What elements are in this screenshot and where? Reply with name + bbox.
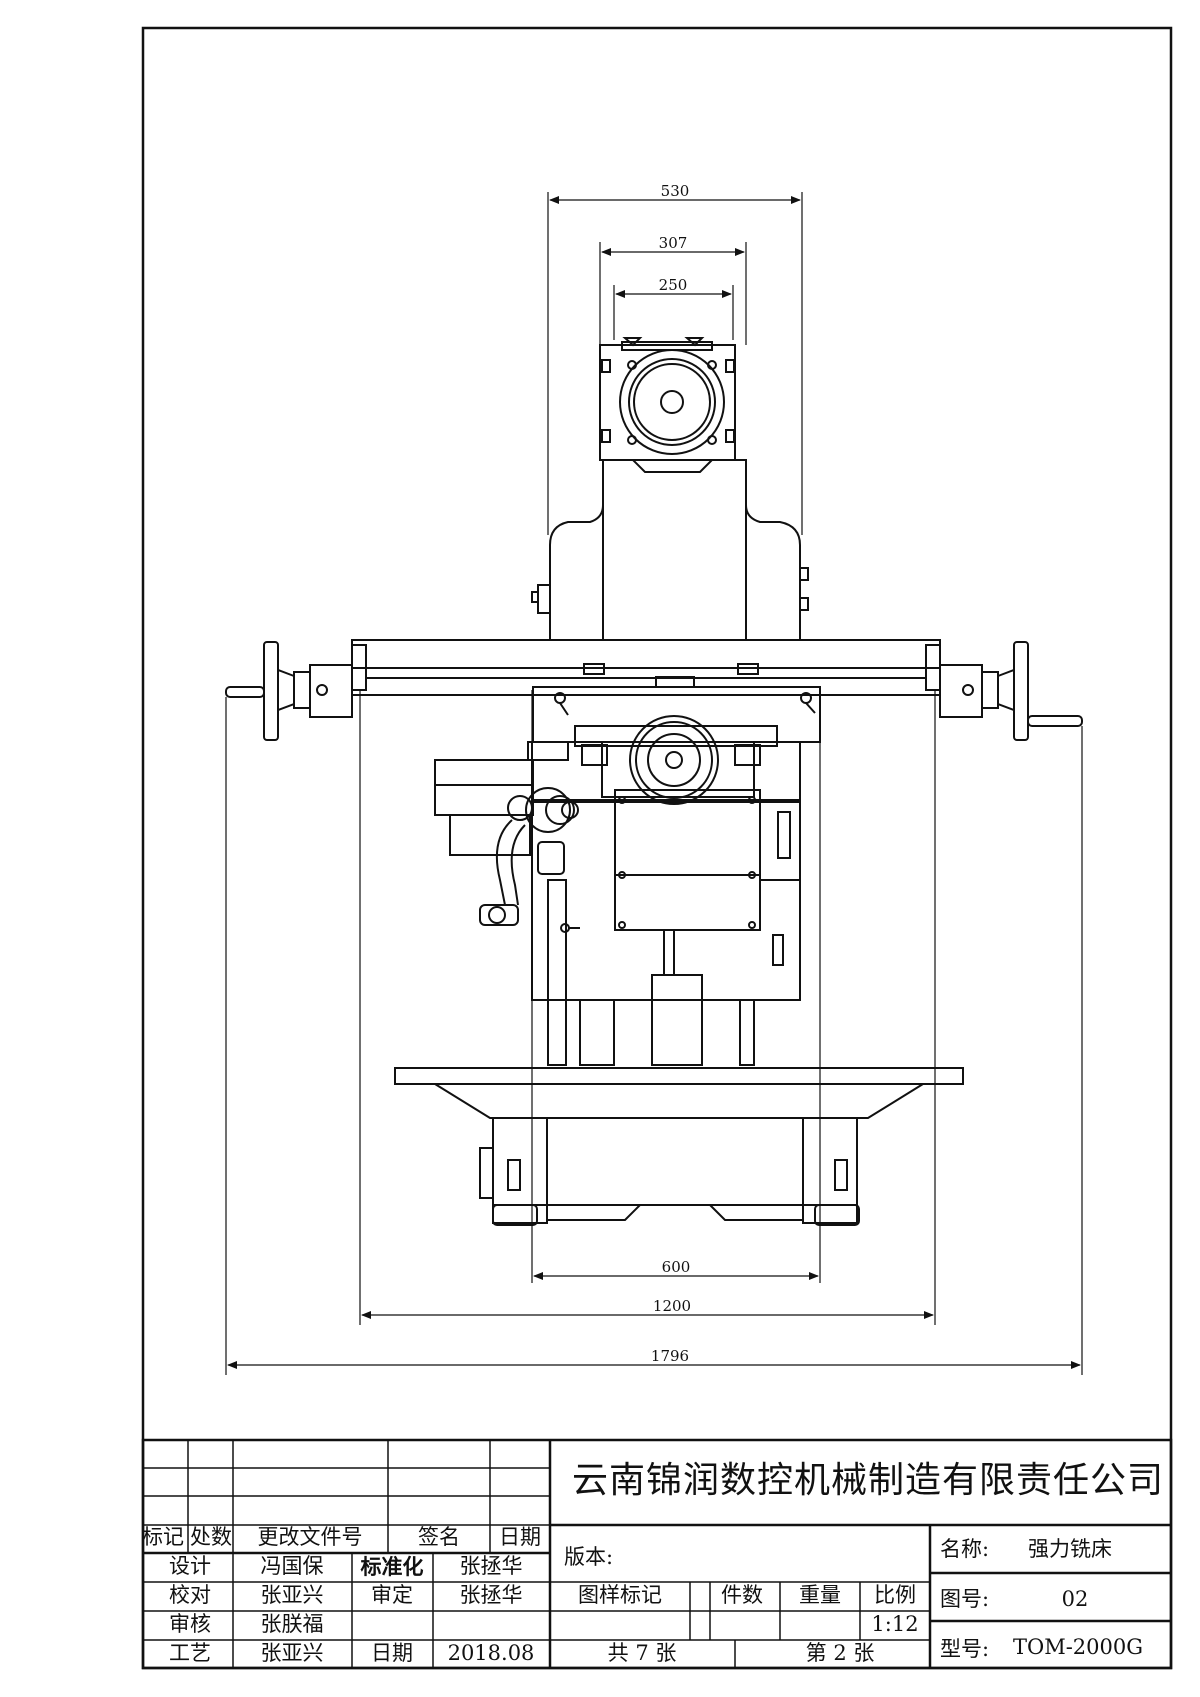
design-name: 冯国保 (260, 1554, 324, 1578)
piece-count-label: 件数 (721, 1583, 763, 1607)
version-label: 版本: (564, 1545, 614, 1569)
company-name: 云南锦润数控机械制造有限责任公司 (572, 1460, 1165, 1501)
dim-250: 250 (659, 276, 688, 294)
dim-1200: 1200 (653, 1297, 691, 1315)
scale-label: 比例 (874, 1583, 916, 1607)
drawing-border (141, 26, 1173, 1670)
name-label: 名称: (940, 1537, 990, 1561)
header-change-doc: 更改文件号 (257, 1525, 363, 1549)
approve-label: 审定 (371, 1583, 413, 1607)
scale-value: 1:12 (871, 1612, 919, 1636)
dim-530: 530 (661, 182, 690, 200)
dim-1796: 1796 (651, 1347, 689, 1365)
machine-base (394, 1067, 964, 1226)
elevating-screw (547, 879, 755, 1066)
name-value: 强力铣床 (1028, 1537, 1112, 1561)
header-signature: 签名 (418, 1525, 460, 1549)
weight-label: 重量 (799, 1583, 841, 1607)
drawing-no-value: 02 (1061, 1587, 1089, 1611)
standardize-label: 标准化 (360, 1554, 424, 1579)
saddle (527, 686, 821, 766)
column-body (531, 459, 809, 641)
design-label: 设计 (169, 1554, 211, 1578)
model-value: TOM-2000G (1012, 1635, 1144, 1659)
milling-machine-front-view (225, 337, 1083, 1226)
header-mark: 标记 (142, 1525, 184, 1549)
drawing-no-label: 图号: (940, 1587, 990, 1611)
process-label: 工艺 (169, 1641, 211, 1665)
review-name: 张朕福 (260, 1612, 324, 1636)
feed-gearbox (434, 759, 579, 926)
model-label: 型号: (940, 1637, 990, 1661)
header-date: 日期 (499, 1525, 541, 1549)
check-label: 校对 (169, 1583, 211, 1607)
work-table (225, 639, 1083, 741)
dim-600: 600 (662, 1258, 691, 1276)
total-sheets: 共 7 张 (607, 1641, 677, 1665)
title-block-grid (141, 1438, 1173, 1670)
process-name: 张亚兴 (260, 1641, 324, 1665)
dim-307: 307 (659, 234, 688, 252)
sheet-number: 第 2 张 (805, 1641, 875, 1665)
standardize-name: 张拯华 (459, 1554, 523, 1578)
date-label: 日期 (371, 1641, 413, 1665)
date-value: 2018.08 (447, 1641, 535, 1665)
spindle-head (599, 337, 736, 473)
review-label: 审核 (169, 1612, 211, 1636)
pattern-mark-label: 图样标记 (578, 1583, 662, 1607)
header-count: 处数 (190, 1525, 232, 1549)
check-name: 张亚兴 (260, 1583, 324, 1607)
dimension-lines (225, 192, 1083, 1375)
approve-name: 张拯华 (459, 1583, 523, 1607)
